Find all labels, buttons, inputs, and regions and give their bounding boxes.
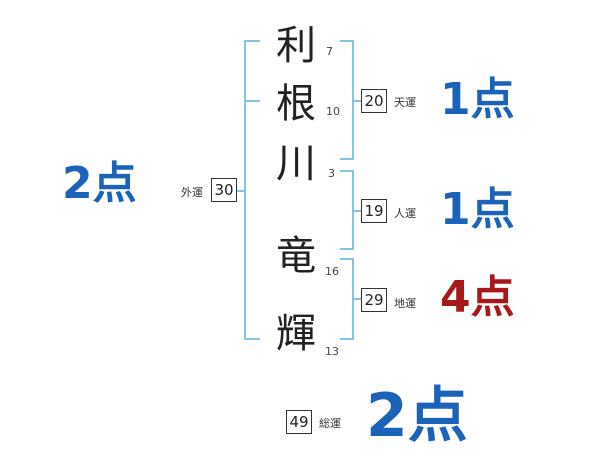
stroke-count-4: 16 [325, 265, 339, 278]
jinun-value-box: 19 [361, 199, 387, 223]
souun-value-box: 49 [286, 410, 312, 434]
name-char-3: 川 [276, 141, 316, 187]
gaiun-bracket-top [244, 40, 260, 42]
name-char-1: 利 [276, 23, 316, 69]
name-char-4: 竜 [276, 233, 316, 279]
jinun-score: 1点 [440, 184, 515, 235]
tenun-bracket-stem [352, 100, 361, 102]
jinun-bracket-stem [352, 210, 361, 212]
jinun-label: 人運 [394, 207, 416, 220]
gaiun-bracket-tick [244, 100, 260, 102]
gaiun-score: 2点 [62, 158, 137, 209]
stroke-count-5: 13 [325, 345, 339, 358]
tenun-bracket-top [340, 40, 354, 42]
stroke-count-1: 7 [326, 45, 333, 58]
gaiun-label: 外運 [181, 186, 203, 199]
tenun-value-box: 20 [361, 89, 387, 113]
gaiun-value-box: 30 [211, 178, 237, 202]
tenun-bracket-bottom [340, 158, 354, 160]
gaiun-bracket-stem [237, 190, 246, 192]
chiun-score: 4点 [440, 272, 515, 323]
chiun-value-box: 29 [361, 288, 387, 312]
jinun-bracket-bottom [340, 248, 354, 250]
chiun-bracket-top [340, 258, 354, 260]
gaiun-bracket-bottom [244, 338, 260, 340]
chiun-bracket-bottom [340, 338, 354, 340]
name-char-5: 輝 [276, 311, 316, 357]
stroke-count-2: 10 [326, 105, 340, 118]
chiun-bracket-stem [352, 298, 361, 300]
chiun-label: 地運 [394, 297, 416, 310]
stroke-count-3: 3 [328, 167, 335, 180]
souun-label: 総運 [319, 417, 341, 430]
souun-score: 2点 [366, 381, 468, 451]
name-char-2: 根 [276, 81, 316, 127]
tenun-label: 天運 [394, 96, 416, 109]
jinun-bracket-top [340, 170, 354, 172]
tenun-score: 1点 [440, 74, 515, 125]
